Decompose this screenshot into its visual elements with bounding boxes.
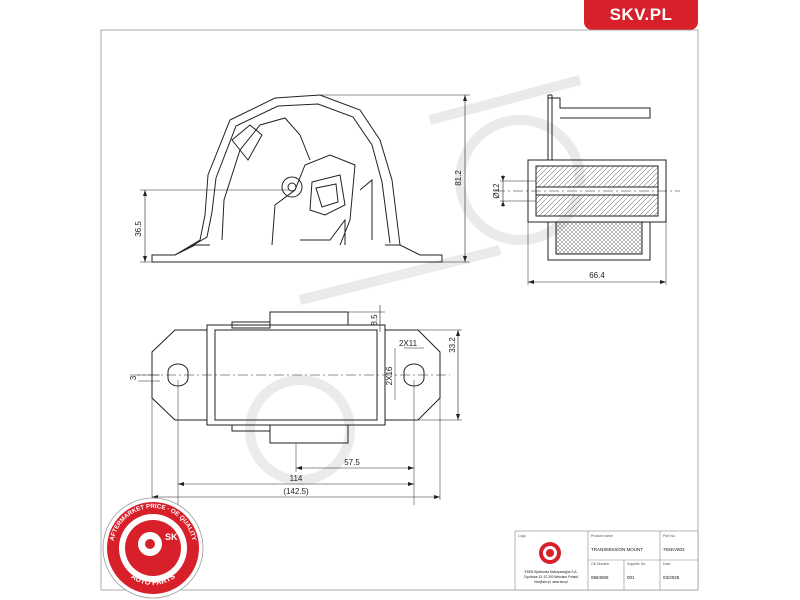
dim-hole-spacing: 114 (290, 474, 303, 483)
drawing-border (100, 29, 699, 591)
dim-slot-width: 2X11 (399, 339, 418, 348)
brand-logo: SKV.PL (584, 0, 698, 30)
front-view (140, 94, 470, 263)
tb-company-line3: info@skv.pl, www.skv.pl (534, 580, 568, 584)
side-section-view (495, 94, 680, 285)
dim-overall-length: (142.5) (283, 487, 309, 496)
quality-stamp: SKV AFTERMARKET PRICE · OE QUALITY AUTO … (102, 497, 204, 599)
dim-bore: Ø12 (492, 183, 501, 199)
tb-oe-number: 0684906 (591, 575, 609, 580)
tb-part-number: 75SKV803 (663, 547, 685, 552)
title-block-logo (539, 542, 561, 564)
side-view-arrows (501, 176, 666, 284)
tb-company-line1: ESEN Wytwórnia Motoryzacyjna S.A. (525, 570, 578, 574)
tb-label-supplier: Supplier No. (627, 562, 646, 566)
dim-slot-length: 2X16 (385, 366, 394, 385)
front-view-arrows (143, 95, 467, 262)
dim-sleeve-width: 66.4 (589, 271, 605, 280)
top-view (130, 305, 462, 505)
tb-label-logo: Logo (518, 534, 526, 538)
stamp-center-text: SKV (165, 532, 184, 542)
tb-date: 03/2025 (663, 575, 680, 580)
dim-overall-height: 33.2 (448, 337, 457, 353)
dim-height-mount: 36.5 (134, 221, 143, 237)
tb-product-name: TRANSMISSION MOUNT (591, 547, 643, 552)
dim-slot-offset: 3 (129, 375, 138, 380)
tb-supplier-number: 001 (627, 575, 635, 580)
tb-label-date: Date (663, 562, 670, 566)
tb-label-product: Product name (591, 534, 613, 538)
tb-company-line2: Topolowa 13, 67-300 Wroclaw, Poland (524, 575, 578, 579)
tb-label-oe: OE Number (591, 562, 610, 566)
top-view-arrows (152, 330, 460, 499)
dim-height-total: 81.2 (454, 170, 463, 186)
tb-label-part-no: Part No. (663, 534, 676, 538)
dim-top-thickness: 8.5 (370, 314, 379, 326)
dim-half-spacing: 57.5 (344, 458, 360, 467)
